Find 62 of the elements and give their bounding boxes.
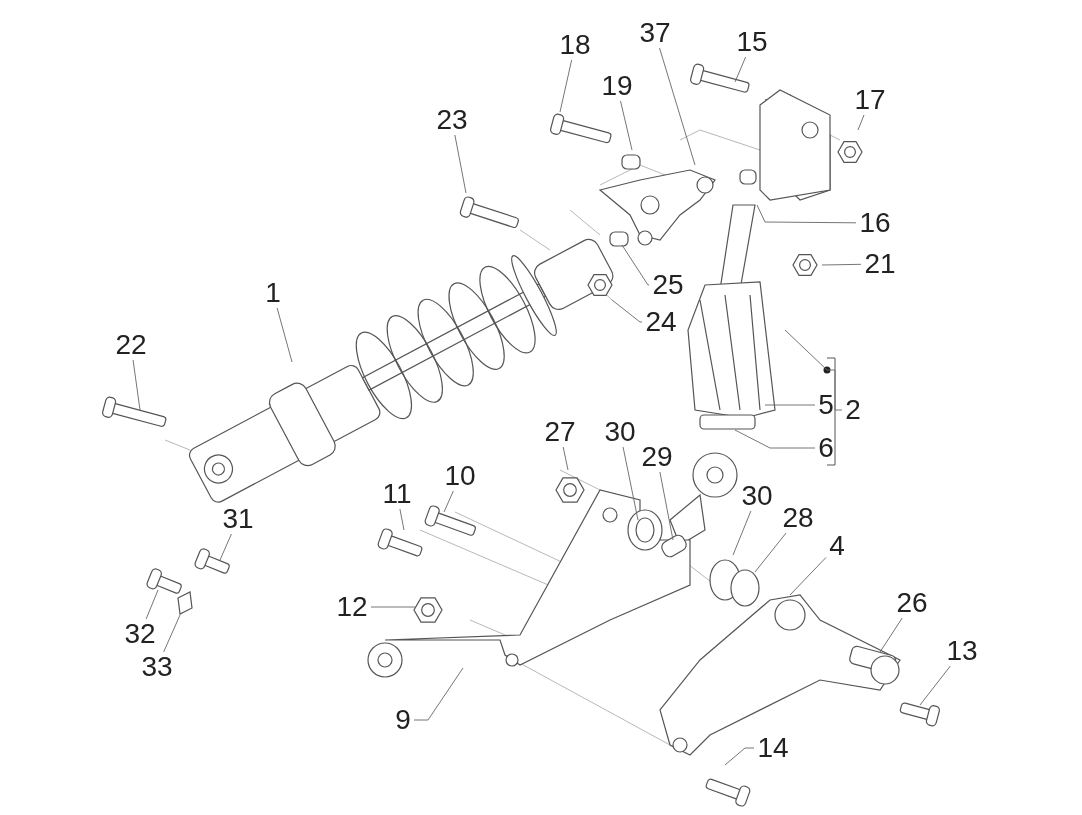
leader-line bbox=[734, 429, 816, 449]
callout-number: 16 bbox=[859, 209, 891, 237]
callout-number: 18 bbox=[559, 31, 591, 59]
callout-number: 31 bbox=[222, 505, 254, 533]
callout-number: 12 bbox=[336, 593, 368, 621]
leader-line bbox=[659, 471, 674, 541]
callout-number: 22 bbox=[115, 331, 147, 359]
callout-number: 26 bbox=[896, 589, 928, 617]
callout-number: 24 bbox=[645, 308, 677, 336]
leader-line bbox=[857, 114, 865, 131]
leader-line bbox=[620, 100, 633, 151]
callout-number: 6 bbox=[818, 434, 834, 462]
leader-line bbox=[622, 446, 639, 521]
leader-line bbox=[611, 299, 643, 323]
callout-number: 29 bbox=[641, 443, 673, 471]
callout-number: 9 bbox=[395, 706, 411, 734]
leader-line bbox=[659, 47, 696, 166]
callout-number: 19 bbox=[601, 72, 633, 100]
callout-number: 1 bbox=[265, 279, 281, 307]
callout-number: 28 bbox=[782, 504, 814, 532]
leader-line bbox=[784, 329, 843, 411]
callout-number: 25 bbox=[652, 271, 684, 299]
callout-number: 5 bbox=[818, 391, 834, 419]
leader-line bbox=[399, 508, 405, 531]
leader-line bbox=[754, 532, 787, 573]
leader-line bbox=[764, 404, 816, 406]
callout-number: 13 bbox=[946, 637, 978, 665]
leader-line bbox=[413, 667, 464, 721]
callout-number: 15 bbox=[736, 28, 768, 56]
leader-line bbox=[789, 557, 827, 596]
leader-line bbox=[443, 490, 454, 513]
leader-line bbox=[621, 244, 650, 286]
callout-number: 37 bbox=[639, 19, 671, 47]
leader-line bbox=[919, 665, 951, 706]
leader-line bbox=[276, 307, 293, 363]
callout-number: 14 bbox=[757, 734, 789, 762]
callout-number: 30 bbox=[741, 482, 773, 510]
leader-line bbox=[879, 617, 903, 653]
callout-number: 2 bbox=[845, 396, 861, 424]
leader-line bbox=[732, 510, 752, 556]
callout-number: 4 bbox=[829, 532, 845, 560]
callout-number: 27 bbox=[544, 418, 576, 446]
leader-line bbox=[219, 533, 232, 561]
callout-number: 21 bbox=[864, 250, 896, 278]
callout-number: 32 bbox=[124, 620, 156, 648]
callout-number: 17 bbox=[854, 86, 886, 114]
callout-number: 33 bbox=[141, 653, 173, 681]
leader-line bbox=[734, 56, 747, 83]
leader-line bbox=[370, 606, 416, 608]
leader-line bbox=[132, 359, 141, 411]
leader-line bbox=[163, 614, 181, 653]
leader-line bbox=[821, 263, 862, 266]
callout-number: 10 bbox=[444, 462, 476, 490]
leader-line bbox=[145, 589, 159, 620]
leader-line bbox=[562, 446, 569, 471]
callout-number: 30 bbox=[604, 418, 636, 446]
leader-line bbox=[756, 204, 857, 224]
leader-line bbox=[454, 134, 467, 194]
callout-number: 11 bbox=[382, 480, 412, 508]
leader-line bbox=[559, 59, 573, 113]
leader-line bbox=[724, 747, 755, 766]
callout-number: 23 bbox=[436, 106, 468, 134]
